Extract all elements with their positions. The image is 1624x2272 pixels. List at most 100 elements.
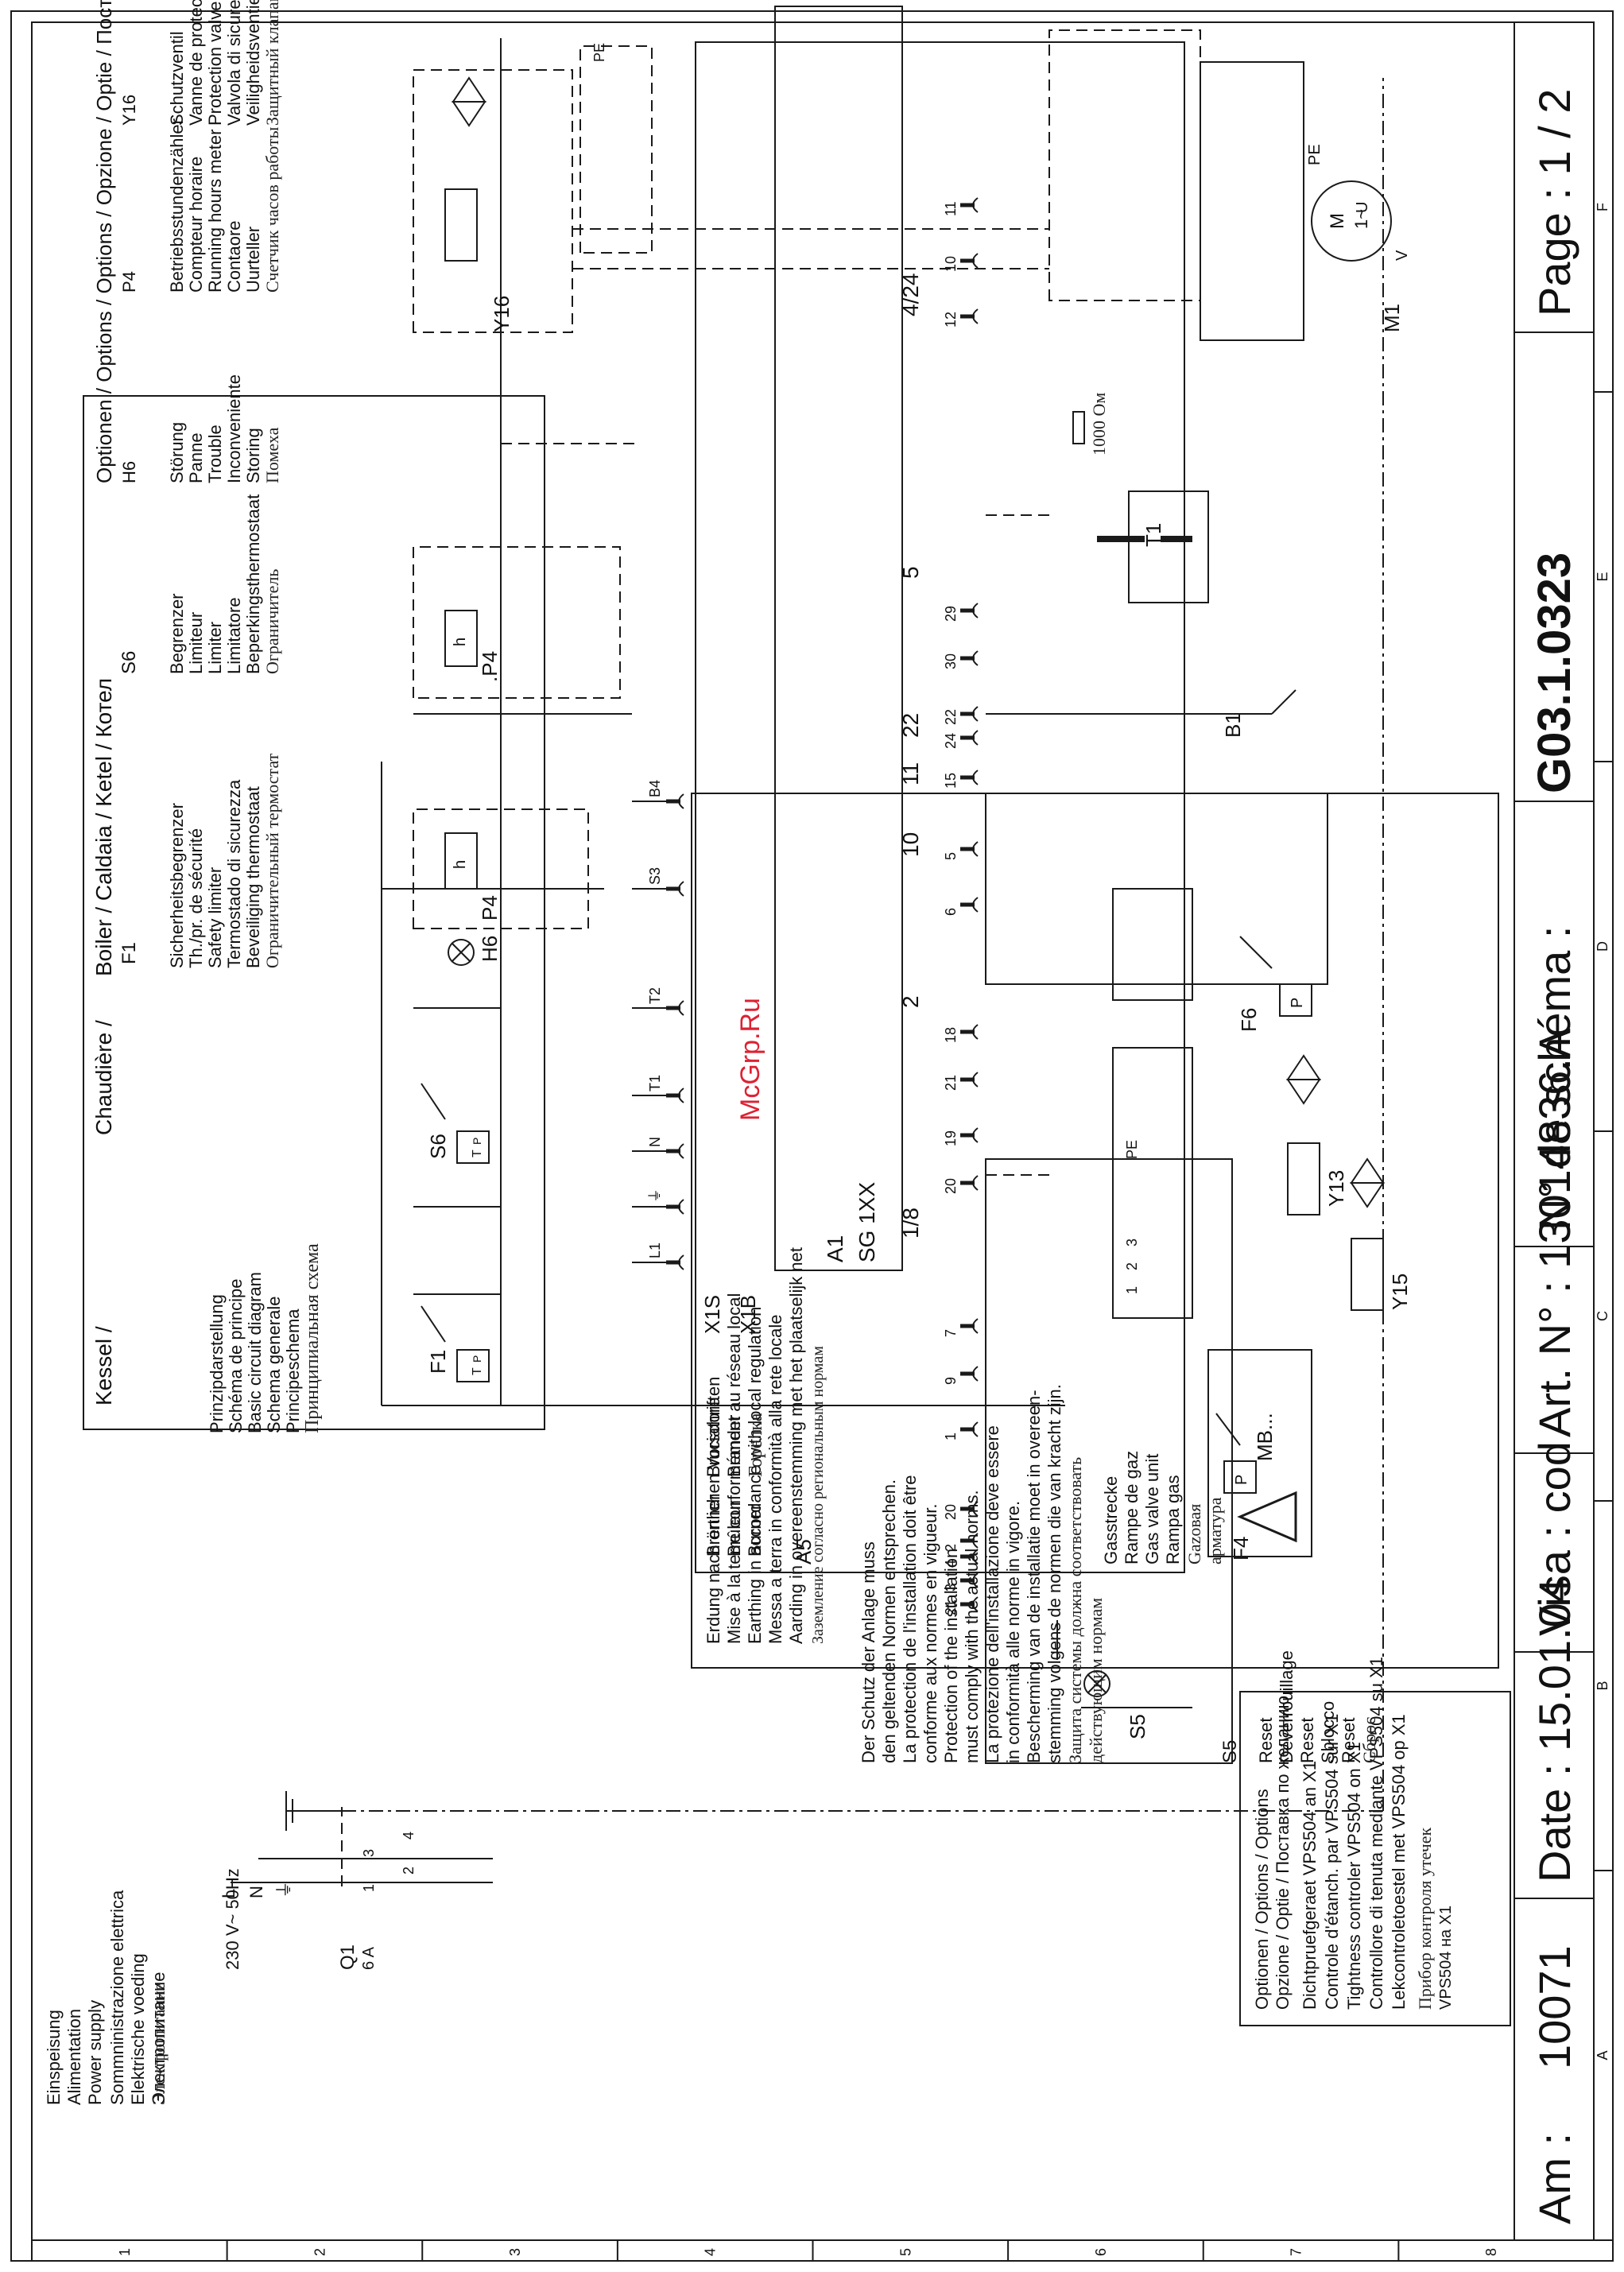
plug-group-label: 10 [898,832,923,857]
gas-legend-line: Gazовая [1184,1504,1204,1564]
legend-f1-item: Sicherheitsbegrenzer [167,803,187,968]
x1s-pin-label: S3 [647,867,663,885]
x1s-pin-label: T1 [647,1075,663,1091]
gas-plug-box-2 [1112,888,1193,1001]
controller-name: SG 1XX [855,1182,879,1262]
plug-number: 3 [943,1584,959,1592]
gas-pe-label: PE [1124,1140,1140,1159]
legend-schema-item: Principeschema [283,1309,303,1433]
standards-note-line: stemming volgens de normen die van krach… [1045,1384,1064,1763]
standards-note-line: La protection de l'installation doit êtr… [900,1475,920,1763]
plug-number: 11 [943,201,959,216]
earthing-note-line: Заземление согласно региональным нормам [809,1346,827,1644]
watermark-text: McGrp.Ru [735,998,765,1121]
power-supply-label: Электропитание [149,1972,169,2105]
plug-number: 10 [943,256,959,272]
power-supply-label: Einspeisung [44,2010,64,2105]
legend-h6-code: H6 [119,461,139,483]
connector-x1b: X1B [736,1295,760,1334]
y16-pe-label: PE [591,43,607,62]
title-date: Date : 15.01.04 [1529,1578,1579,1882]
legend-y16-item: Vanne de protection [186,0,206,126]
terminal-l: L [219,1889,238,1898]
supply-voltage: 230 V~ 50Hz [223,1868,242,1970]
grid-column-label: 4 [703,2248,719,2256]
plug-number: 1 [943,1433,959,1440]
burner-label: Bruciatore [703,1398,723,1477]
gas-legend-line: Rampa gas [1163,1475,1183,1564]
legend-f1-item: Safety limiter [205,867,225,968]
plug-number: 21 [943,1599,959,1615]
y16-option-box [413,69,573,333]
f4-p-symbol: P [1233,1475,1250,1485]
standards-note-line: Protection of the installation [941,1549,961,1763]
legend-y16-item: Protection valve [205,1,225,126]
legend-h6-item: Panne [186,432,206,483]
legend-f1-code: F1 [118,942,140,964]
legend-schema-item: Schéma de principe [226,1279,246,1433]
legend-s6-item: Limitatore [224,597,244,674]
legend-schema-item: Prinzipdarstellung [207,1294,227,1433]
reset-wiring-box [985,1158,1233,1764]
component-t1: T1 [1141,523,1165,547]
component-s5: S5 [1126,1714,1149,1739]
plug-group-label: 4/24 [898,273,923,317]
standards-note-line: Der Schutz der Anlage muss [859,1541,878,1763]
p4b-hour-meter [444,610,478,667]
plug-group-label: 1/8 [898,1208,923,1239]
legend-s6-item: Ограничитель [262,569,282,674]
plug-number: 15 [943,773,959,789]
legend-schema-item: Schema generale [264,1297,284,1433]
legend-s6-item: Limiteur [186,612,206,674]
component-b1: B1 [1221,712,1245,738]
motor-m1-m: M [1327,213,1348,229]
legend-p4-code: P4 [119,271,139,293]
legend-schema-item: Basic circuit diagram [245,1272,265,1433]
plug-number: 18 [943,1027,959,1043]
legend-p4-item: Betriebsstundenzähler [167,118,187,293]
reset-legend-item: Sblocco [1318,1701,1338,1763]
legend-schema-item: Принципиальная схема [302,1243,323,1433]
grid-column-label: 8 [1483,2248,1499,2256]
plug-number: 21 [943,1075,959,1091]
mb-label: MB... [1253,1413,1277,1461]
title-visa: Visa : cod [1529,1441,1579,1636]
legend-s6-item: Beperkingsthermostaat [243,494,263,674]
standards-note-line: den geltenden Normen entsprechen. [879,1479,899,1763]
burner-label: Brûleur [724,1500,744,1557]
plug-number: 5 [943,852,959,860]
f6-p-symbol: P [1289,998,1306,1008]
component-f6: F6 [1237,1008,1261,1032]
title-block [1514,21,1595,2241]
title-schema-label: N° de schéma : [1529,926,1579,1231]
grid-row-label: A [1595,2050,1610,2060]
t1-box [1128,490,1209,603]
breaker-pin: 3 [361,1849,377,1857]
standards-note-line: in conformità alle norme in vigore. [1003,1501,1023,1763]
legend-s6-code: S6 [118,651,140,674]
component-y13: Y13 [1324,1170,1348,1207]
power-supply-label: Power supply [85,2000,105,2105]
y16-coil [444,188,478,262]
legend-header-kessel: Kessel / [91,1326,116,1405]
reset-legend-item: Déverrouillage [1277,1650,1296,1763]
gas-legend-line: Gasstrecke [1101,1476,1121,1564]
s6-symbol [456,1130,490,1164]
legend-h6-item: Störung [167,422,187,483]
legend-p4-item: Contaore [224,220,244,293]
motor-terminal-v: V [1393,250,1411,261]
controller-sg1xx [774,6,903,1271]
options-box-line: Прибор контроля утечек [1415,1827,1435,2010]
x1s-pin-label: T2 [647,987,663,1004]
earthing-note-line: Aarding in overeenstemming met het plaat… [786,1247,806,1644]
grid-column-label: 1 [117,2248,133,2256]
power-supply-label: Электропитание [149,1983,169,2105]
plug-number: 7 [943,1329,959,1337]
burner-a5: A5 [792,1539,816,1564]
x1s-pin-label: L1 [647,1243,663,1258]
options-box-line: VPS504 на X1 [1437,1906,1455,2010]
options-box-line: Controle d'étanch. par VPS504 sur X1 [1322,1714,1342,2010]
s6-symbol-t: T [471,1150,484,1157]
